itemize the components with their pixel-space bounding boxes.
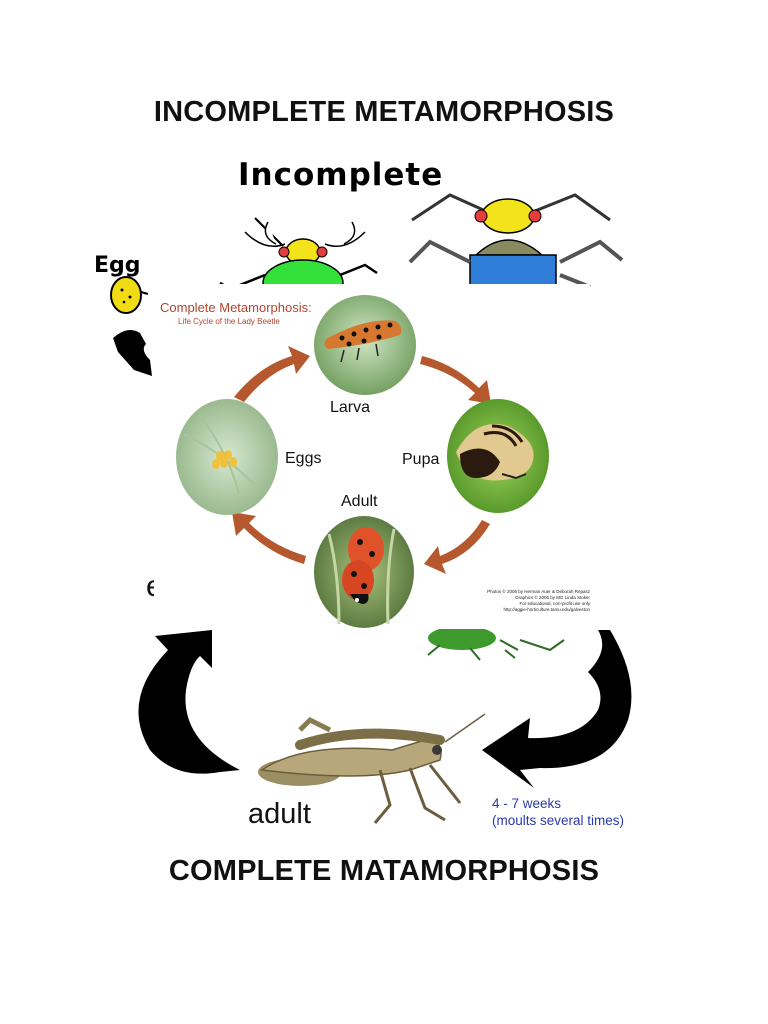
larva-photo-icon: [314, 295, 416, 395]
pupa-photo-icon: [447, 399, 549, 513]
page-title-complete: COMPLETE MATAMORPHOSIS: [168, 855, 600, 887]
grasshopper-adult-label: adult: [248, 798, 311, 830]
credit-line: http://aggie-horticulture.tamu.edu/galve…: [503, 607, 590, 612]
egg-label: Egg: [94, 253, 141, 278]
stage-label-adult: Adult: [341, 493, 378, 510]
cycle-arrow-left-icon: [138, 630, 240, 774]
lifecycle-arrows: [232, 346, 491, 574]
stage-label-pupa: Pupa: [402, 451, 440, 468]
cycle-arrow-right-icon: [482, 630, 632, 788]
page-title-incomplete: INCOMPLETE METAMORPHOSIS: [153, 96, 615, 128]
lifecycle-title: Complete Metamorphosis:: [160, 300, 312, 315]
adult-grasshopper-icon: [258, 713, 486, 824]
lifecycle-subtitle: Life Cycle of the Lady Beetle: [178, 317, 280, 326]
egg-icon: [110, 276, 149, 314]
credit-line: Photos © 2006 by Herman Auer & Deborah R…: [487, 589, 590, 594]
grasshopper-weeks-label: 4 - 7 weeks (moults several times): [492, 795, 624, 829]
arrow-eggs-to-larva-icon: [234, 346, 310, 402]
credit-line: For educational, non-profit use only: [519, 601, 590, 606]
ladybeetle-lifecycle-panel: Complete Metamorphosis: Life Cycle of th…: [154, 284, 590, 629]
photo-credits: Photos © 2006 by Herman Auer & Deborah R…: [460, 589, 590, 613]
weeks-line-2: (moults several times): [492, 813, 625, 828]
arrow-larva-to-pupa-icon: [420, 356, 491, 404]
adult-ladybeetle-photo-icon: [314, 516, 414, 628]
eggs-photo-icon: [176, 399, 278, 515]
cycle-arrow-icon: [113, 329, 152, 376]
stage-label-larva: Larva: [330, 399, 371, 416]
stage-label-eggs: Eggs: [285, 450, 322, 467]
arrow-pupa-to-adult-icon: [424, 520, 490, 574]
lifecycle-drawing: [176, 295, 549, 628]
incomplete-cartoon-title: Incomplete: [238, 157, 444, 193]
credit-line: Graphics © 2006 by MG Linda Stoker: [515, 595, 590, 600]
grasshopper-nymph-icon: [427, 626, 565, 661]
weeks-line-1: 4 - 7 weeks: [492, 796, 562, 811]
arrow-adult-to-eggs-icon: [232, 512, 306, 564]
